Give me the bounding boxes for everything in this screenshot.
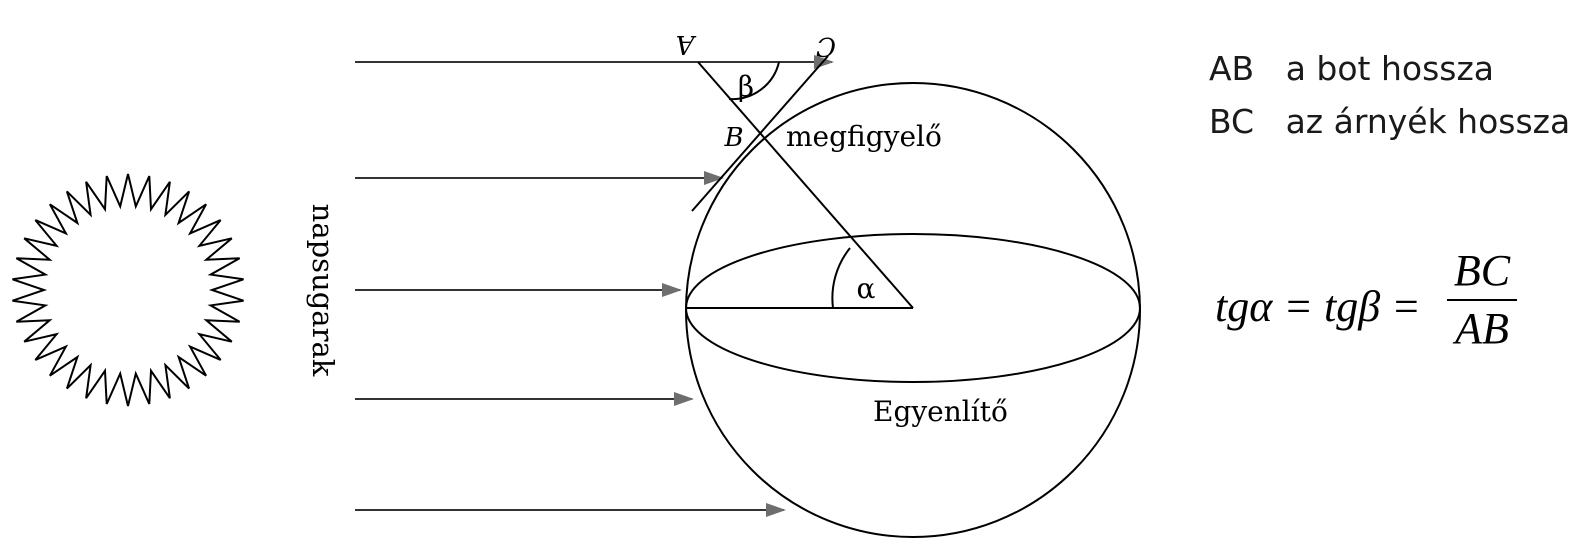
tangent-formula: tgα = tgβ = BC AB: [1215, 245, 1545, 365]
point-c-label: C: [816, 31, 836, 61]
beta-angle-arc: [728, 61, 780, 101]
sunray-arrows: [355, 55, 834, 517]
legend-ab-key: AB: [1208, 49, 1255, 88]
observer-radius: [697, 61, 914, 309]
formula-denominator: AB: [1455, 304, 1509, 353]
legend-ab-text: a bot hossza: [1285, 49, 1494, 88]
point-a-label: A: [676, 29, 697, 59]
legend-bc: BC az árnyék hossza: [1188, 63, 1570, 141]
observer-label: megfigyelő: [786, 120, 942, 153]
equator-label: Egyenlítő: [873, 395, 1008, 428]
formula-fraction: BC AB: [1447, 245, 1517, 355]
legend-ab: AB a bot hossza: [1188, 10, 1494, 88]
point-b-label: B: [723, 123, 743, 153]
sun-icon: [12, 173, 244, 407]
formula-numerator: BC: [1453, 246, 1511, 295]
formula-lhs: tgα = tgβ =: [1215, 282, 1421, 331]
sunrays-label: napsugarak: [306, 204, 340, 377]
legend-bc-key: BC: [1208, 102, 1255, 141]
tangent-line: [691, 55, 829, 212]
fraction-bar: [1447, 299, 1517, 301]
beta-label: β: [738, 70, 754, 103]
legend-bc-text: az árnyék hossza: [1285, 102, 1571, 141]
alpha-angle-arc: [831, 247, 851, 309]
alpha-label: α: [857, 272, 876, 305]
